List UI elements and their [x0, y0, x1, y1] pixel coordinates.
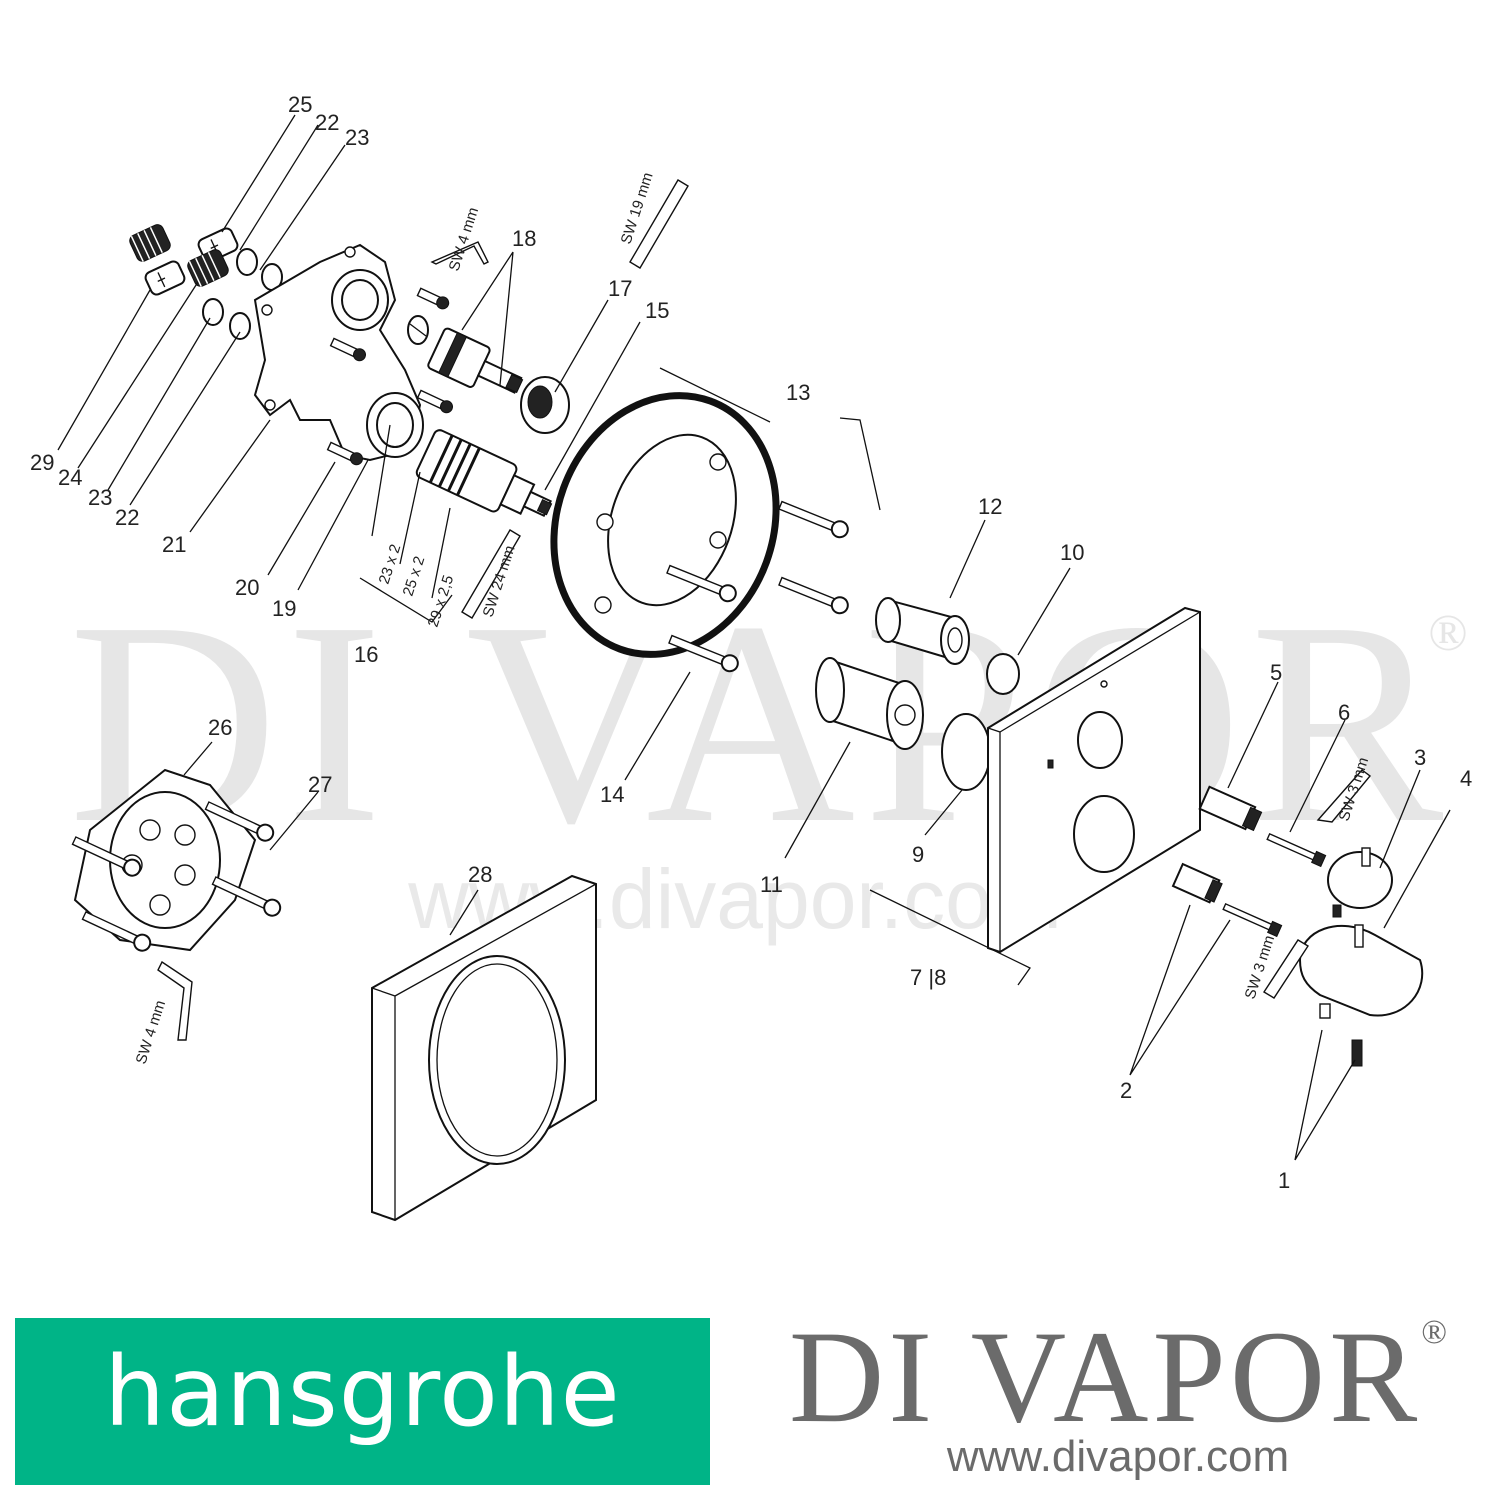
brand-name: hansgrohe — [104, 1336, 621, 1448]
tool-label-sw4-bottom: SW 4 mm — [133, 998, 170, 1066]
callout-29: 29 — [30, 450, 54, 475]
watermark: DI VAPOR ® www.divapor.com — [69, 562, 1468, 946]
plate-screws — [666, 500, 849, 673]
callout-labels: 25 22 23 18 17 15 13 29 24 23 22 21 20 1… — [30, 92, 1472, 1193]
nut — [520, 376, 570, 434]
valve-body — [253, 243, 424, 462]
callout-21: 21 — [162, 532, 186, 557]
callout-23-top: 23 — [345, 125, 369, 150]
callout-13: 13 — [786, 380, 810, 405]
body-screws — [326, 287, 454, 466]
callout-10: 10 — [1060, 540, 1084, 565]
tool-label-sw4-top: SW 4 mm — [446, 205, 483, 273]
dealer-logo: DI VAPOR® — [748, 1300, 1488, 1453]
cover-frame — [371, 874, 597, 1222]
callout-24: 24 — [58, 465, 82, 490]
diverter-cartridge — [407, 315, 524, 394]
callout-22-bottom: 22 — [115, 505, 139, 530]
callout-3: 3 — [1414, 745, 1426, 770]
trim-plate — [987, 606, 1201, 954]
handle-parts — [1171, 785, 1424, 1067]
callout-9: 9 — [912, 842, 924, 867]
callout-5: 5 — [1270, 660, 1282, 685]
callout-25: 25 — [288, 92, 312, 117]
thermostatic-cartridge — [415, 429, 553, 518]
callout-6: 6 — [1338, 700, 1350, 725]
dealer-url: www.divapor.com — [946, 1432, 1290, 1481]
callout-1: 1 — [1278, 1168, 1290, 1193]
callout-18: 18 — [512, 226, 536, 251]
tools — [157, 179, 1372, 1041]
callout-28: 28 — [468, 862, 492, 887]
extension-sleeve — [875, 597, 970, 665]
rough-in-body — [71, 768, 282, 952]
watermark-name: DI VAPOR — [69, 562, 1452, 883]
wrench-24 — [461, 529, 521, 619]
dealer-registered-mark: ® — [1421, 1314, 1448, 1351]
callout-7-8: 7 |8 — [910, 965, 946, 990]
callout-11: 11 — [760, 872, 783, 897]
callout-23-bottom: 23 — [88, 485, 112, 510]
watermark-reg: ® — [1428, 605, 1468, 662]
callout-15: 15 — [645, 298, 669, 323]
callout-2: 2 — [1120, 1078, 1132, 1103]
hex-key-4-bottom — [157, 960, 193, 1041]
dealer-name: DI VAPOR — [788, 1303, 1422, 1450]
callout-16: 16 — [354, 642, 378, 667]
hex-key-top — [430, 241, 489, 265]
callout-14: 14 — [600, 782, 624, 807]
leader-lines — [57, 114, 1451, 1161]
hex-key-3-top — [1316, 769, 1372, 823]
callout-17: 17 — [608, 276, 632, 301]
callout-26: 26 — [208, 715, 232, 740]
wrench-19 — [629, 179, 689, 269]
cartridge-extension — [815, 657, 924, 750]
callout-4: 4 — [1460, 766, 1472, 791]
hex-key-3-bottom — [1263, 939, 1309, 999]
callout-19: 19 — [272, 596, 296, 621]
callout-27: 27 — [308, 772, 332, 797]
check-valve-group — [129, 224, 283, 340]
callout-22-top: 22 — [315, 110, 339, 135]
callout-12: 12 — [978, 494, 1002, 519]
o-rings — [941, 653, 1020, 791]
hansgrohe-logo: hansgrohe — [15, 1318, 710, 1485]
callout-20: 20 — [235, 575, 259, 600]
